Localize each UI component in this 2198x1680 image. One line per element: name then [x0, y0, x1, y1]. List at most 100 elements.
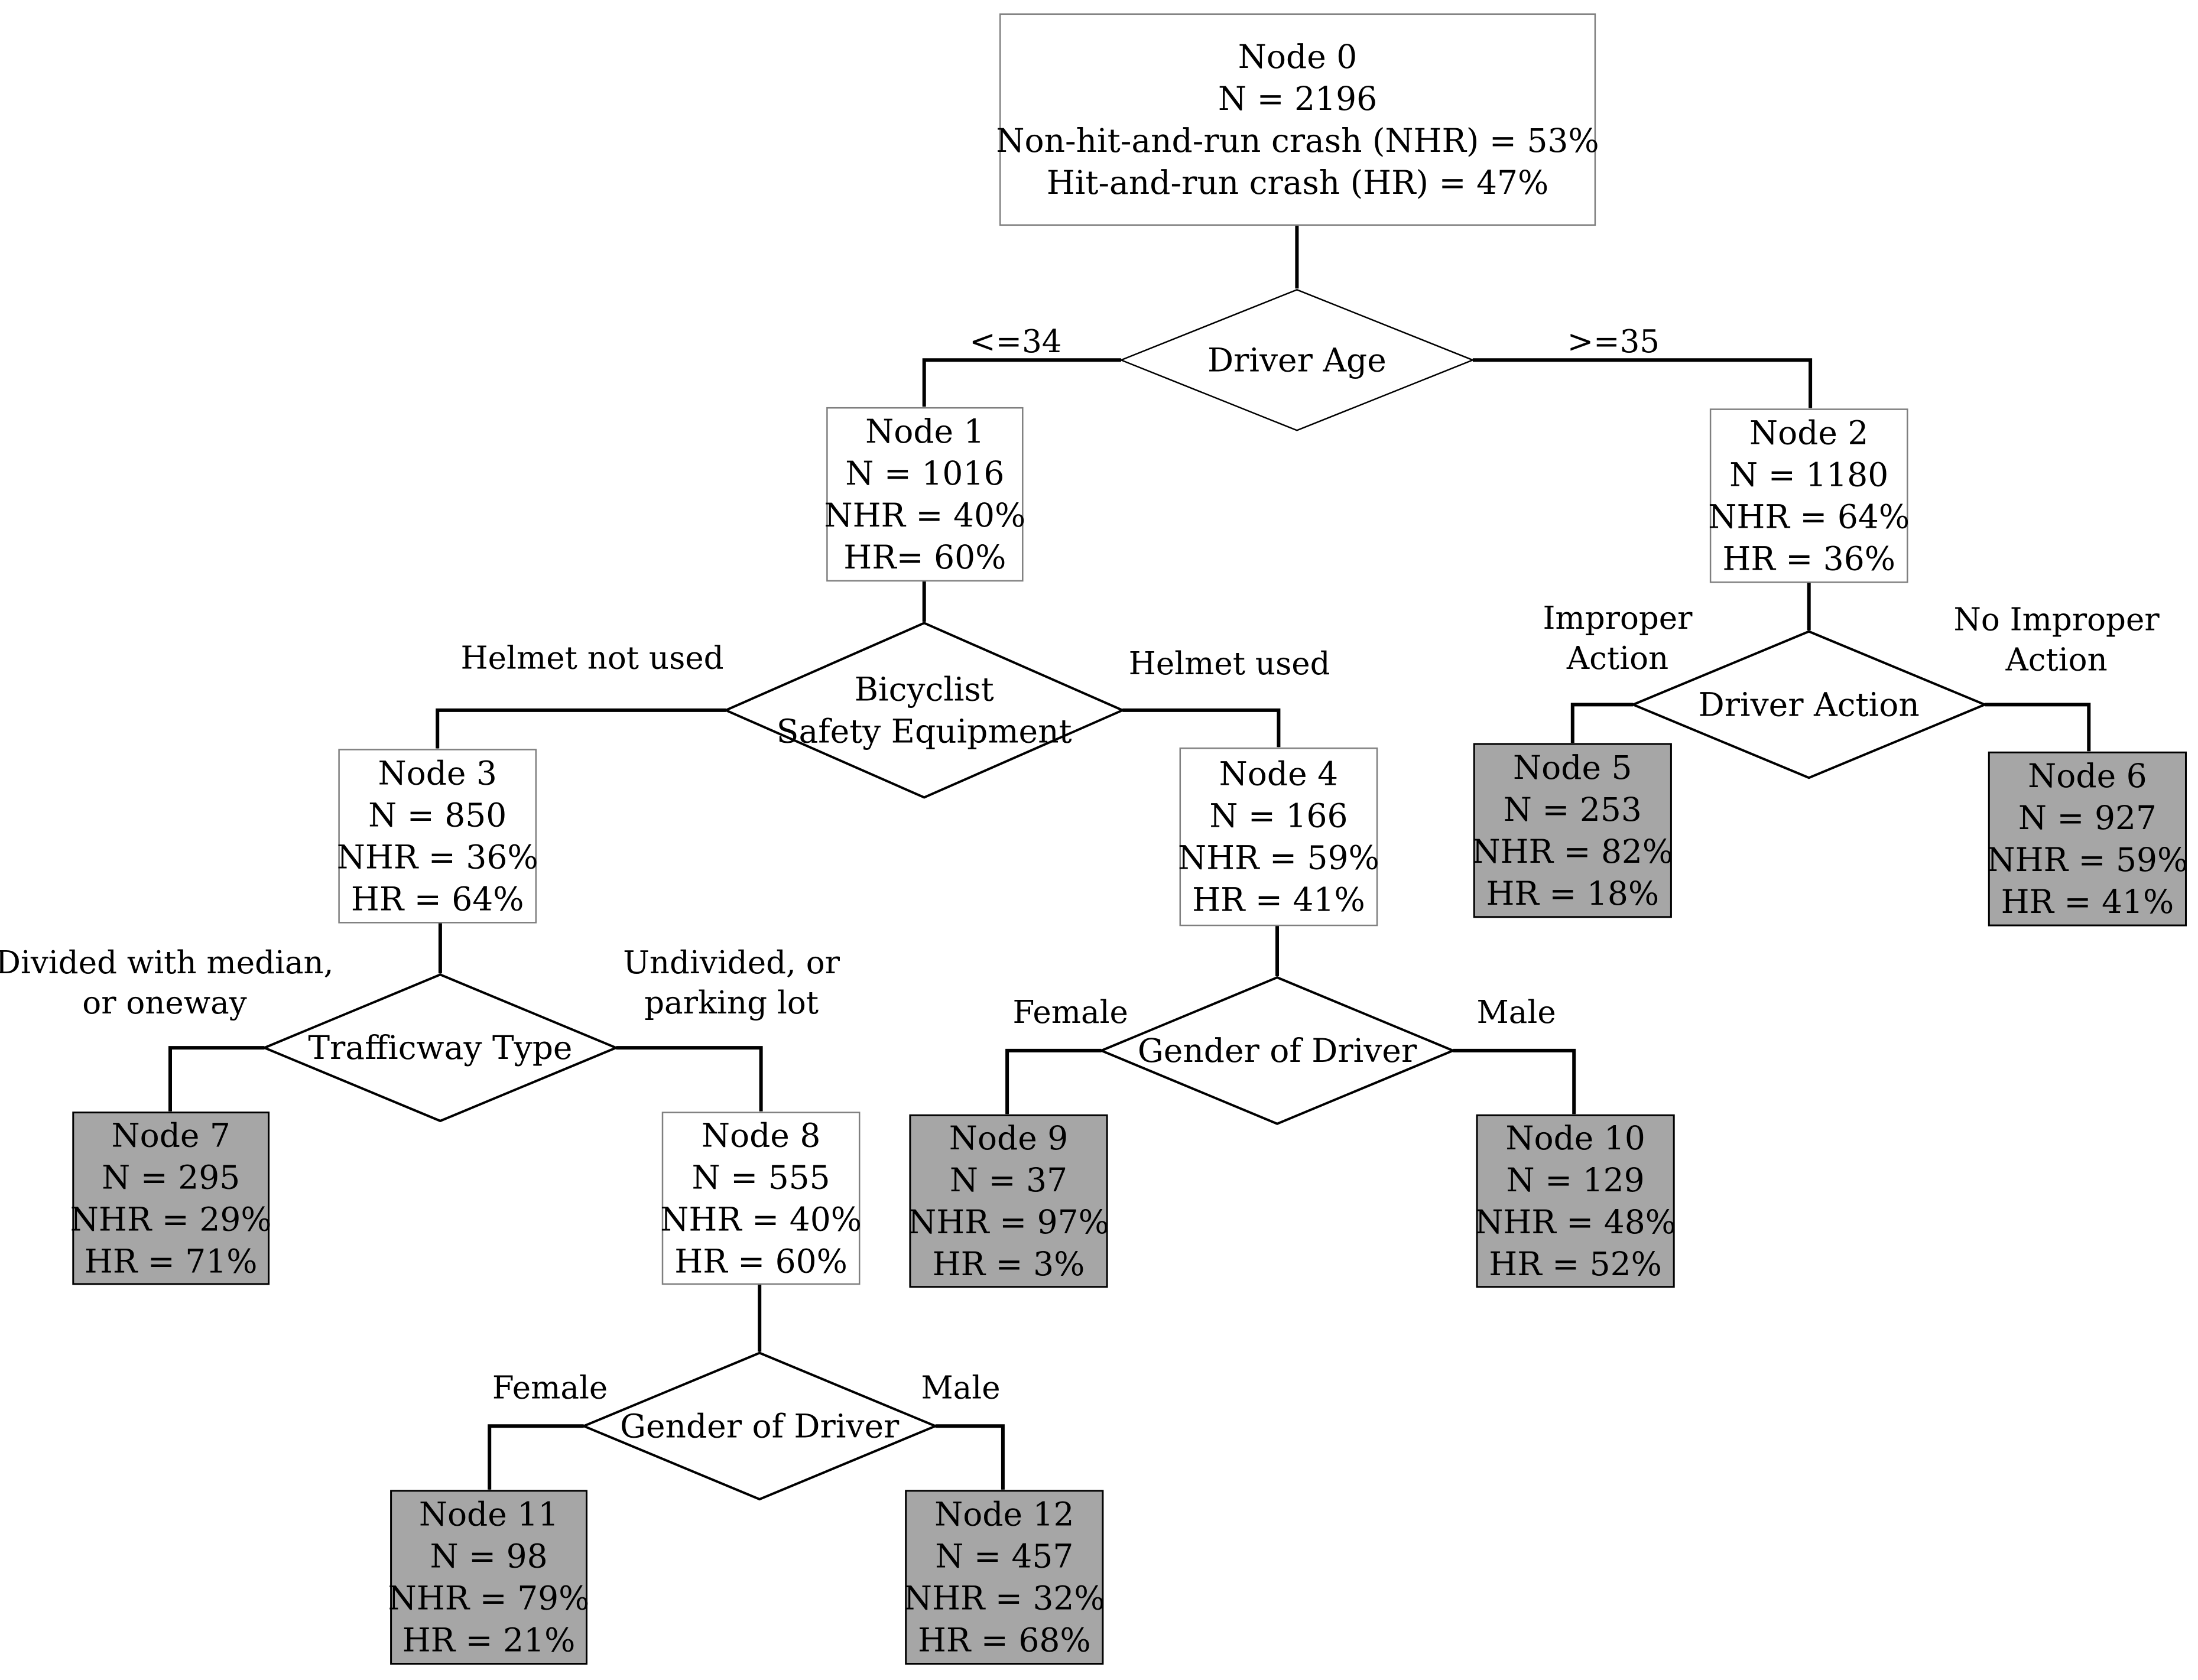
- node-2-line-0: Node 2: [1749, 414, 1868, 451]
- edge-label-trafficway-type-left-0: Divided with median,: [0, 945, 334, 981]
- edge-label-driver-age-left-0: <=34: [969, 324, 1061, 360]
- node-1-line-0: Node 1: [865, 412, 984, 450]
- node-0-line-0: Node 0: [1238, 38, 1357, 76]
- terminal-node-box-5: [1473, 743, 1672, 918]
- edge-label-trafficway-type-right-0: Undivided, or: [623, 945, 840, 981]
- node-1-line-3: HR= 60%: [843, 538, 1006, 576]
- node-5-line-2: NHR = 82%: [1472, 833, 1673, 870]
- node-8-line-3: HR = 60%: [674, 1242, 848, 1280]
- node-11-line-3: HR = 21%: [402, 1621, 576, 1659]
- decision-diamond-bicyclist-safety-equipment: [723, 622, 1126, 799]
- node-box-1: [826, 407, 1024, 582]
- decision-driver-age: Driver Age<=34>=35: [969, 288, 1660, 431]
- node-8-line-1: N = 555: [692, 1158, 830, 1196]
- edge-label-bicyclist-safety-equipment-left-0: Helmet not used: [460, 640, 723, 676]
- edge-label-trafficway-type-right-1: parking lot: [644, 985, 819, 1021]
- node-7-line-1: N = 295: [102, 1158, 240, 1196]
- decision-gender-of-driver-node4: Gender of Driver Female Male: [1012, 976, 1556, 1125]
- connector-trafficway-type-right: [616, 1046, 763, 1112]
- node-3-line-0: Node 3: [378, 754, 496, 792]
- node-12-line-0: Node 12: [934, 1496, 1074, 1533]
- node-11-line-2: NHR = 79%: [388, 1580, 590, 1617]
- node-1-line-1: N = 1016: [845, 454, 1004, 492]
- edge-label-gender-of-driver-node4-left-0: Female: [1012, 995, 1128, 1031]
- node-6-line-1: N = 927: [2018, 799, 2157, 837]
- node-4-line-3: HR = 41%: [1192, 881, 1365, 919]
- terminal-node-box-10: [1476, 1114, 1675, 1288]
- edge-label-driver-action-right-0: No Improper: [1954, 602, 2160, 638]
- connector-gender-of-driver-node8-left: [488, 1424, 584, 1490]
- decision-diamond-trafficway-type: [261, 973, 619, 1123]
- decision-label-bicyclist-safety-equipment-0: Bicyclist: [855, 670, 994, 708]
- node-5-line-3: HR = 18%: [1486, 875, 1659, 912]
- node-box-4: [1179, 747, 1378, 927]
- node-5-line-0: Node 5: [1513, 749, 1632, 787]
- decision-label-bicyclist-safety-equipment-1: Safety Equipment: [777, 712, 1072, 750]
- node-7-line-3: HR = 71%: [85, 1242, 258, 1280]
- node-0-line-2: Non-hit-and-run crash (NHR) = 53%: [996, 122, 1599, 160]
- node-11-line-1: N = 98: [430, 1538, 547, 1575]
- terminal-node-box-9: [909, 1114, 1108, 1288]
- decision-label-gender-of-driver-node8-0: Gender of Driver: [620, 1407, 900, 1445]
- connector-bicyclist-safety-equipment-left: [436, 708, 726, 749]
- node-5-line-1: N = 253: [1504, 791, 1642, 828]
- connector-trafficway-type-left: [168, 1046, 265, 1112]
- node-box-0: [999, 13, 1596, 226]
- terminal-node-box-7: [72, 1112, 270, 1285]
- connector-driver-action-right: [1985, 703, 2091, 752]
- node-10-line-3: HR = 52%: [1489, 1245, 1662, 1283]
- connector-driver-age-left: [922, 358, 1121, 407]
- edge-label-driver-action-right-1: Action: [2005, 642, 2107, 678]
- node-9-line-2: NHR = 97%: [908, 1203, 1109, 1241]
- node-6-line-3: HR = 41%: [2001, 883, 2174, 921]
- node-3-line-1: N = 850: [368, 796, 507, 834]
- node-7-line-0: Node 7: [111, 1116, 230, 1154]
- node-0-line-1: N = 2196: [1218, 80, 1377, 118]
- node-10-line-1: N = 129: [1507, 1161, 1645, 1199]
- node-2-line-1: N = 1180: [1729, 456, 1888, 493]
- node-9-line-3: HR = 3%: [933, 1245, 1085, 1283]
- decision-label-gender-of-driver-node4-0: Gender of Driver: [1138, 1032, 1417, 1070]
- node-11-line-0: Node 11: [419, 1496, 559, 1533]
- node-8-line-0: Node 8: [702, 1116, 820, 1154]
- edge-label-bicyclist-safety-equipment-right-0: Helmet used: [1129, 646, 1330, 682]
- node-1-line-2: NHR = 40%: [824, 496, 1025, 534]
- tree-node-11: Node 11 N = 98 NHR = 79% HR = 21%: [388, 1490, 590, 1665]
- decision-label-driver-age-0: Driver Age: [1207, 341, 1387, 379]
- node-4-line-0: Node 4: [1219, 755, 1338, 793]
- decision-label-driver-action-0: Driver Action: [1699, 685, 1920, 723]
- node-10-line-2: NHR = 48%: [1475, 1203, 1676, 1241]
- node-12-line-2: NHR = 32%: [904, 1580, 1105, 1617]
- edge-label-driver-action-left-0: Improper: [1543, 600, 1693, 636]
- tree-connectors: [168, 225, 2091, 1490]
- terminal-node-box-12: [905, 1490, 1104, 1665]
- node-10-line-0: Node 10: [1505, 1119, 1645, 1157]
- node-12-line-3: HR = 68%: [918, 1621, 1091, 1659]
- node-box-8: [661, 1112, 861, 1285]
- node-12-line-1: N = 457: [935, 1538, 1073, 1575]
- node-0-line-3: Hit-and-run crash (HR) = 47%: [1047, 164, 1548, 202]
- decision-diamond-driver-action: [1629, 630, 1988, 779]
- decision-diamond-driver-age: [1119, 288, 1475, 431]
- node-7-line-2: NHR = 29%: [70, 1200, 272, 1238]
- decision-diamond-gender-of-driver-node4: [1098, 976, 1456, 1125]
- connector-gender-of-driver-node8-right: [935, 1424, 1005, 1490]
- node-8-line-2: NHR = 40%: [660, 1200, 862, 1238]
- decision-diamond-gender-of-driver-node8: [580, 1351, 939, 1501]
- connector-driver-action-left: [1570, 703, 1634, 743]
- edge-label-gender-of-driver-node4-right-0: Male: [1477, 995, 1556, 1031]
